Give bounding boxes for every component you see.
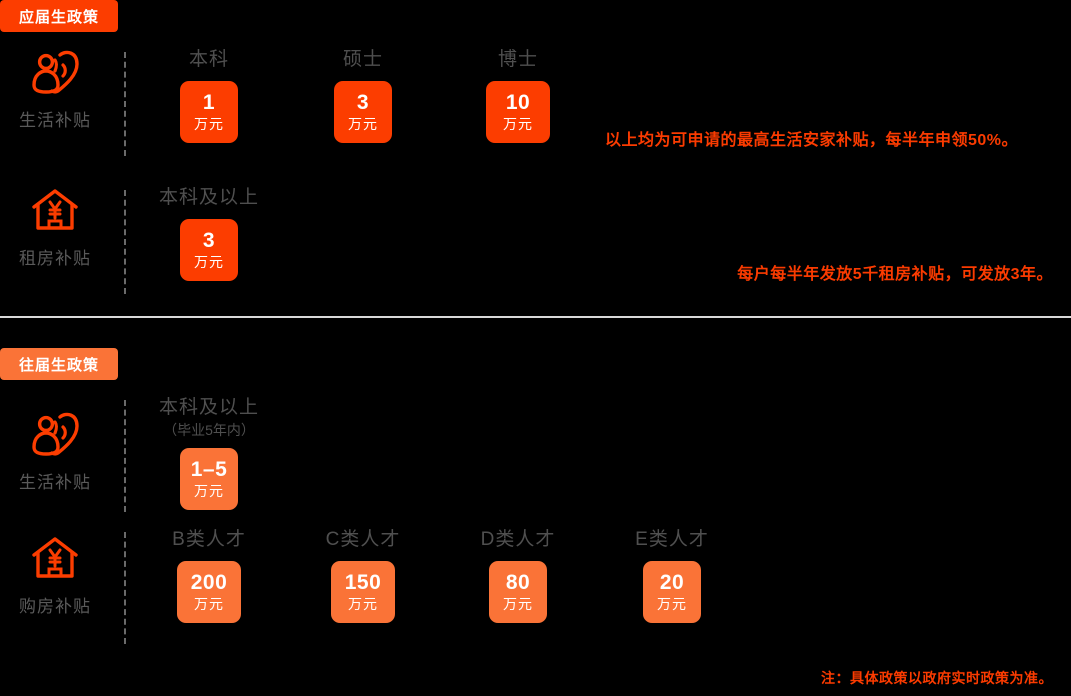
tile-doctorate[interactable]: 博士 10 万元 [451,48,585,143]
amount-value: 80 [505,571,531,594]
amount-unit: 万元 [348,596,378,612]
amount-unit: 万元 [348,116,378,132]
tile-bachelor[interactable]: 本科 1 万元 [142,48,276,143]
tile-title: E类人才 [635,529,709,550]
amount-value: 3 [202,229,216,252]
category-label: 租房补贴 [19,249,91,268]
tile-master[interactable]: 硕士 3 万元 [296,48,430,143]
amount-unit: 万元 [194,254,224,270]
tile-title: B类人才 [172,529,246,550]
section-divider [0,316,1071,318]
amount-unit: 万元 [194,596,224,612]
row-past-living-subsidy: 生活补贴 本科及以上 （毕业5年内） 1–5 万元 [0,396,1071,514]
category-rent-subsidy: 租房补贴 [0,186,110,269]
amount-chip: 10 万元 [486,81,550,143]
amount-value: 1–5 [190,458,228,481]
section-badge-fresh-graduate: 应届生政策 [0,0,118,32]
amount-unit: 万元 [503,596,533,612]
row-vertical-divider [124,400,126,512]
tile-title: 本科 [188,49,229,70]
amount-unit: 万元 [194,116,224,132]
tile-talent-class-d[interactable]: D类人才 80 万元 [451,528,585,623]
amount-chip: 80 万元 [489,561,547,623]
tile-title: C类人才 [325,529,401,550]
tile-talent-class-c[interactable]: C类人才 150 万元 [296,528,430,623]
amount-chip: 20 万元 [643,561,701,623]
note-rent-subsidy: 每户每半年发放5千租房补贴，可发放3年。 [737,266,1053,283]
amount-chip: 3 万元 [180,219,238,281]
amount-chip: 1 万元 [180,81,238,143]
tile-subtitle: （毕业5年内） [163,422,255,438]
tile-title: 硕士 [342,49,383,70]
category-label: 购房补贴 [19,597,91,616]
category-label: 生活补贴 [19,111,91,130]
row-fresh-living-subsidy: 生活补贴 本科 1 万元 硕士 3 万元 博士 10 万元 [0,48,1071,166]
category-label: 生活补贴 [19,473,91,492]
tile-title: 博士 [497,49,538,70]
amount-chip: 1–5 万元 [180,448,238,510]
row-vertical-divider [124,532,126,644]
category-living-subsidy: 生活补贴 [0,48,110,131]
category-home-purchase-subsidy: 购房补贴 [0,534,110,617]
amount-value: 150 [344,571,382,594]
note-living-subsidy: 以上均为可申请的最高生活安家补贴，每半年申领50%。 [605,132,1019,149]
house-yuan-icon [27,534,83,582]
category-living-subsidy: 生活补贴 [0,410,110,493]
amount-unit: 万元 [503,116,533,132]
tile-title: 本科及以上 [158,397,259,418]
amount-chip: 200 万元 [177,561,241,623]
tile-title: D类人才 [480,529,556,550]
row-vertical-divider [124,52,126,156]
heart-person-icon [27,48,83,96]
tile-bachelor-and-above[interactable]: 本科及以上 3 万元 [142,186,276,281]
row-past-home-purchase-subsidy: 购房补贴 B类人才 200 万元 C类人才 150 万元 D类人才 80 万元 … [0,528,1071,644]
amount-chip: 3 万元 [334,81,392,143]
footer-note: 注：具体政策以政府实时政策为准。 [821,670,1053,686]
heart-person-icon [27,410,83,458]
amount-value: 3 [356,91,370,114]
tile-talent-class-e[interactable]: E类人才 20 万元 [605,528,739,623]
tile-title: 本科及以上 [158,187,259,208]
tile-talent-class-b[interactable]: B类人才 200 万元 [142,528,276,623]
amount-unit: 万元 [194,483,224,499]
amount-chip: 150 万元 [331,561,395,623]
amount-unit: 万元 [657,596,687,612]
section-badge-past-graduate: 往届生政策 [0,348,118,380]
row-fresh-rent-subsidy: 租房补贴 本科及以上 3 万元 [0,186,1071,304]
amount-value: 200 [190,571,228,594]
house-yuan-icon [27,186,83,234]
amount-value: 10 [505,91,531,114]
row-vertical-divider [124,190,126,294]
amount-value: 20 [659,571,685,594]
amount-value: 1 [202,91,216,114]
tile-bachelor-and-above-within-5-years[interactable]: 本科及以上 （毕业5年内） 1–5 万元 [142,396,276,510]
